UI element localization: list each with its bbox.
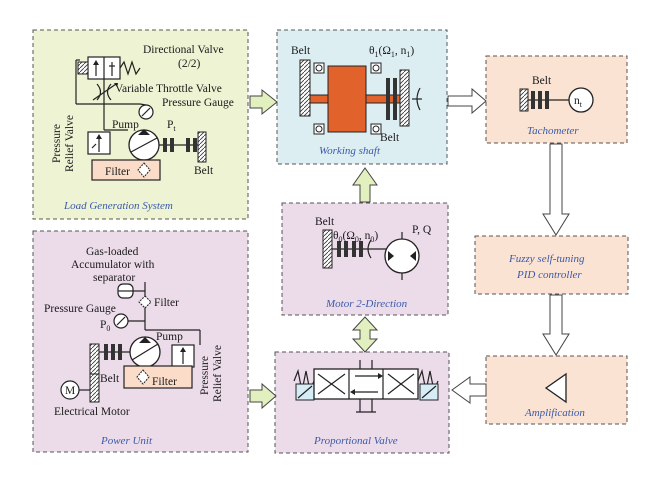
- arrow-pid-to-amp: [542, 294, 570, 356]
- label-pt: Pt: [167, 119, 176, 133]
- caption-working-shaft: Working shaft: [319, 145, 381, 157]
- proportional-valve-schematic: [293, 360, 439, 413]
- label-pq: P, Q: [412, 224, 432, 236]
- label-belt-shaft-top: Belt: [291, 45, 311, 57]
- proportional-valve-labels: Proportional Valve: [313, 435, 398, 447]
- label-filter: Filter: [105, 166, 130, 178]
- motor-block: [281, 202, 449, 316]
- working-shaft-labels: Belt θ1(Ω1, n1) Belt Working shaft: [291, 45, 414, 157]
- label-pressure-gauge-power: Pressure Gauge: [44, 303, 116, 315]
- label-gas-line-1: Gas-loaded: [86, 246, 139, 258]
- label-motor-symbol: M: [65, 385, 75, 397]
- arrow-motor-to-shaft: [352, 167, 378, 203]
- label-belt-motor: Belt: [315, 216, 335, 228]
- caption-tachometer: Tachometer: [527, 125, 579, 137]
- caption-load-generation: Load Generation System: [63, 200, 173, 212]
- label-p0: P0: [100, 319, 110, 333]
- label-belt-power: Belt: [100, 373, 120, 385]
- load-generation-block: [32, 29, 249, 220]
- caption-motor: Motor 2-Direction: [325, 298, 408, 310]
- label-pump-power: Pump: [156, 331, 183, 343]
- arrow-amp-to-valve: [451, 376, 487, 404]
- label-relief-valve-1: Pressure: [51, 124, 63, 163]
- caption-amplification: Amplification: [524, 407, 585, 419]
- amplification-labels: Amplification: [524, 407, 585, 419]
- label-theta0: θ0(Ω0, n0): [333, 230, 378, 244]
- arrow-power-to-valve: [249, 382, 277, 410]
- label-nt: nt: [574, 95, 583, 109]
- label-directional-valve-ratio: (2/2): [178, 58, 201, 70]
- label-relief-power-1: Pressure: [199, 356, 211, 395]
- working-shaft-schematic: [299, 59, 422, 135]
- label-pressure-gauge: Pressure Gauge: [162, 97, 234, 109]
- pid-line-1: Fuzzy self-tuning: [508, 253, 585, 265]
- label-theta1: θ1(Ω1, n1): [369, 45, 414, 59]
- arrow-shaft-to-tach: [447, 87, 487, 115]
- caption-power-unit: Power Unit: [100, 435, 153, 447]
- label-electrical-motor: Electrical Motor: [54, 406, 130, 418]
- label-belt-tach: Belt: [532, 75, 552, 87]
- motor-labels: Belt θ0(Ω0, n0) P, Q Motor 2-Direction: [315, 216, 432, 310]
- load-generation-schematic: [75, 56, 207, 181]
- arrow-valve-motor-bidirectional: [351, 316, 379, 353]
- label-pump: Pump: [112, 119, 139, 131]
- amplification-schematic: [544, 372, 567, 404]
- label-gas-line-2: Accumulator with: [71, 259, 155, 271]
- label-belt-load: Belt: [194, 165, 214, 177]
- label-directional-valve: Directional Valve: [143, 44, 224, 56]
- label-belt-shaft-bottom: Belt: [380, 132, 400, 144]
- label-gas-line-3: separator: [93, 272, 135, 284]
- label-filter-top: Filter: [154, 297, 179, 309]
- load-generation-labels: Directional Valve (2/2) Variable Throttl…: [51, 44, 234, 212]
- tachometer-schematic: [519, 87, 594, 113]
- pid-line-2: PID controller: [516, 269, 582, 281]
- arrow-tach-to-pid: [542, 143, 570, 236]
- motor-schematic: [322, 229, 420, 280]
- pid-labels: Fuzzy self-tuning PID controller: [508, 253, 585, 281]
- power-unit-labels: Gas-loaded Accumulator with separator Pr…: [44, 246, 224, 447]
- pid-controller-block: [474, 235, 629, 295]
- label-relief-power-2: Relief Valve: [212, 345, 224, 402]
- label-relief-valve-2: Relief Valve: [64, 115, 76, 172]
- caption-proportional-valve: Proportional Valve: [313, 435, 398, 447]
- label-variable-throttle-valve: Variable Throttle Valve: [115, 83, 222, 95]
- tachometer-labels: Belt nt Tachometer: [527, 75, 583, 137]
- power-unit-schematic: [60, 282, 201, 403]
- label-filter-bottom: Filter: [152, 376, 177, 388]
- amplifier-triangle-icon: [544, 372, 567, 404]
- arrow-load-to-shaft: [249, 88, 278, 116]
